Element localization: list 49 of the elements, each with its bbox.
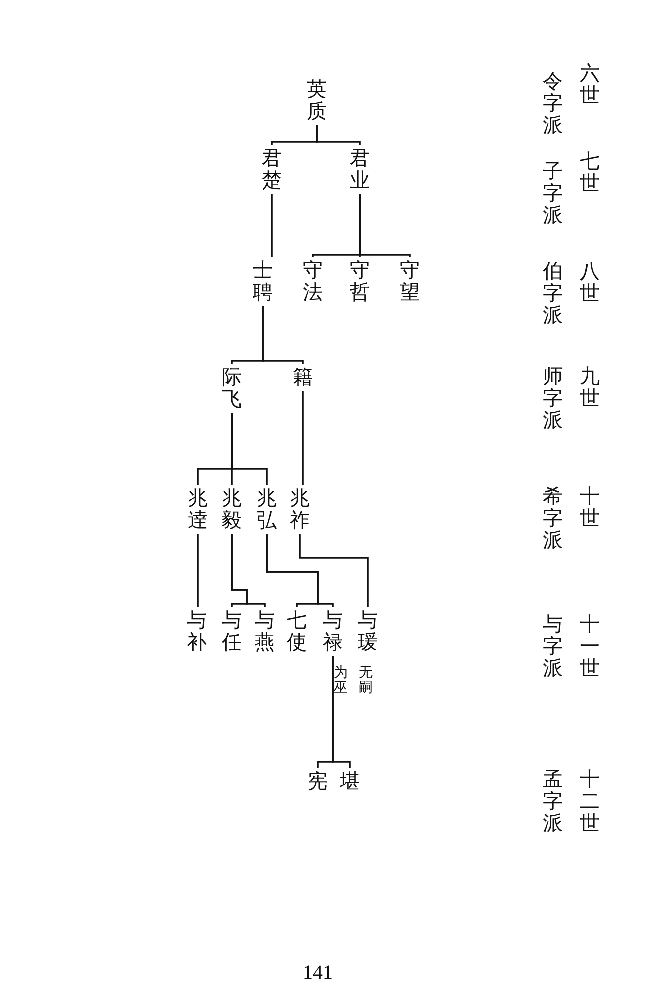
branch-label: 孟字派 bbox=[543, 768, 563, 834]
generation-label: 七世 bbox=[580, 150, 600, 194]
name-text: 与任 bbox=[222, 609, 242, 653]
name-text: 兆祚 bbox=[290, 487, 310, 531]
name-text: 与瑗 bbox=[358, 609, 378, 653]
name-text: 士聘 bbox=[253, 259, 273, 303]
lineage-line bbox=[231, 413, 268, 485]
name-text: 与补 bbox=[187, 609, 207, 653]
lineage-line bbox=[359, 194, 411, 257]
name-text: 宪 bbox=[308, 770, 328, 792]
lineage-line bbox=[302, 391, 304, 485]
page-number: 141 bbox=[303, 962, 333, 985]
name-text: 兆毅 bbox=[222, 487, 242, 531]
name-text: 兆逹 bbox=[188, 487, 208, 531]
name-text: 兆弘 bbox=[257, 487, 277, 531]
generation-label: 八世 bbox=[580, 260, 600, 304]
name-text: 守哲 bbox=[350, 259, 370, 303]
note-text: 无嗣 bbox=[359, 666, 373, 697]
lineage-line bbox=[299, 534, 369, 607]
branch-label: 子字派 bbox=[543, 160, 563, 226]
branch-label: 希字派 bbox=[543, 485, 563, 551]
generation-label: 十世 bbox=[580, 485, 600, 529]
lineage-line bbox=[271, 194, 273, 257]
lineage-line bbox=[197, 534, 199, 607]
name-text: 籍 bbox=[293, 366, 313, 388]
lineage-line bbox=[266, 534, 334, 607]
name-text: 与燕 bbox=[255, 609, 275, 653]
lineage-line bbox=[262, 306, 304, 364]
branch-label: 与字派 bbox=[543, 613, 563, 679]
name-text: 际飞 bbox=[222, 366, 242, 410]
name-text: 英质 bbox=[307, 78, 327, 122]
branch-label: 伯字派 bbox=[543, 260, 563, 326]
lineage-line bbox=[231, 534, 266, 607]
name-text: 七使 bbox=[287, 609, 307, 653]
generation-label: 十二世 bbox=[580, 768, 600, 834]
name-text: 守望 bbox=[400, 259, 420, 303]
branch-label: 令字派 bbox=[543, 70, 563, 136]
name-text: 守法 bbox=[303, 259, 323, 303]
lineage-line bbox=[316, 125, 361, 145]
name-text: 与禄 bbox=[323, 609, 343, 653]
generation-label: 六世 bbox=[580, 62, 600, 106]
name-text: 堪 bbox=[340, 770, 360, 792]
branch-label: 师字派 bbox=[543, 365, 563, 431]
generation-label: 九世 bbox=[580, 365, 600, 409]
name-text: 君业 bbox=[350, 147, 370, 191]
note-text: 为巫 bbox=[334, 666, 348, 697]
name-text: 君楚 bbox=[262, 147, 282, 191]
generation-label: 十一世 bbox=[580, 613, 600, 679]
lineage-line bbox=[332, 656, 351, 768]
